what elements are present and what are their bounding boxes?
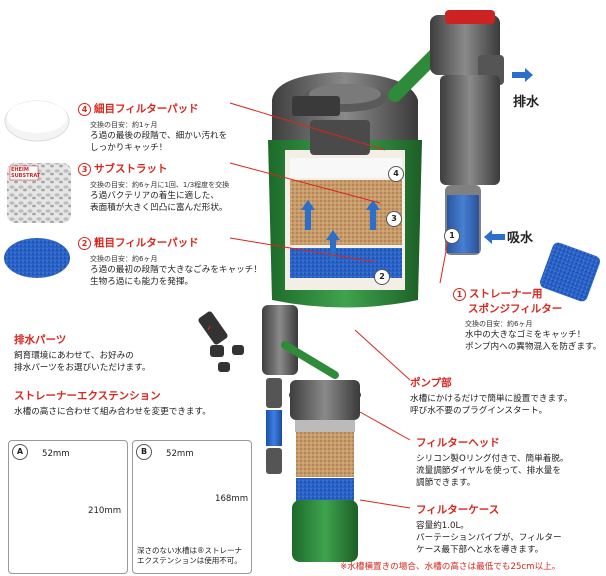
sponge-interval: 交換の目安：約6ヶ月: [465, 320, 533, 328]
substrat-interval: 交換の目安：約6ヶ月に1回、1/3程度を交換: [90, 181, 230, 189]
size-box-b: [132, 440, 252, 574]
leader-lines: [207, 102, 451, 509]
pump-block: ポンプ部 水槽にかけるだけで簡単に設置できます。 呼び水不要のプラグインスタート…: [410, 375, 572, 417]
filter-case-desc-2: パーテーションパイプが、フィルター: [416, 533, 562, 543]
fine-pad-interval: 交換の目安：約1ヶ月: [90, 121, 158, 129]
coarse-pad-title: 粗目フィルターパッド: [94, 237, 199, 249]
size-box-a-label: A: [12, 444, 28, 460]
filter-head-desc-3: 調節できます。: [416, 478, 476, 488]
pump-desc-2: 呼び水不要のプラグインスタート。: [410, 406, 548, 416]
exploded-assembly: [198, 305, 361, 562]
coarse-pad-interval: 交換の目安：約6ヶ月: [90, 255, 158, 263]
substrat-title: サブストラット: [94, 163, 168, 175]
inside-number-3: 3: [386, 211, 402, 227]
size-b-note: 深さのない水槽は®ストレーナ エクステンションは使用不可。: [137, 546, 242, 566]
filter-cutaway: [268, 72, 422, 308]
fine-pad-desc-1: ろ過の最後の段階で、細かい汚れを: [90, 131, 228, 141]
item-number-4: 4: [78, 103, 91, 116]
filter-case-desc-3: ケース最下部へと水を導きます。: [416, 545, 544, 555]
substrat-desc-2: 表面積が大きく凹凸に富んだ形状。: [90, 203, 228, 213]
size-b-note-1: 深さのない水槽は®ストレーナ: [137, 546, 242, 555]
coarse-pad-desc-2: 生物ろ過にも能力を発揮。: [90, 277, 194, 287]
inflow-label: 吸水: [507, 231, 534, 246]
filter-case-desc-1: 容量約1.0L。: [416, 521, 469, 531]
inside-number-1: 1: [444, 228, 460, 244]
sponge-title-2: スポンジフィルター: [468, 303, 563, 315]
coarse-pad-desc-1: ろ過の最初の段階で大きなごみをキャッチ！: [90, 265, 262, 275]
strainer-ext-block: ストレーナーエクステンション 水槽の高さに合わせて組み合わせを変更できます。: [14, 388, 211, 418]
item-number-2: 2: [78, 237, 91, 250]
substrat-logo: EHEIM SUBSTRAT: [11, 167, 41, 179]
fine-pad-desc-2: しっかりキャッチ！: [90, 143, 168, 153]
strainer-ext-title: ストレーナーエクステンション: [14, 390, 161, 402]
footnote: ※水槽横置きの場合、水槽の高さは最低でも25cm以上。: [340, 562, 561, 572]
size-b-width: 52mm: [166, 449, 194, 459]
item-number-3: 3: [78, 163, 91, 176]
outflow-label: 排水: [513, 95, 540, 110]
drain-parts-block: 排水パーツ 飼育環境にあわせて、お好みの 排水パーツをお選びいただけます。: [14, 332, 150, 374]
item-number-1: 1: [453, 288, 466, 301]
filter-head-title: フィルターヘッド: [416, 437, 500, 449]
size-b-height: 168mm: [215, 494, 249, 504]
strainer-sponge-image: [539, 242, 601, 302]
fine-pad-title: 細目フィルターパッド: [94, 103, 199, 115]
pump-title: ポンプ部: [410, 377, 452, 389]
size-a-height: 210mm: [88, 506, 122, 516]
coarse-pad-image: [4, 238, 70, 278]
drain-parts-desc-2: 排水パーツをお選びいただけます。: [14, 363, 151, 373]
filter-case-title: フィルターケース: [416, 504, 500, 516]
substrat-desc-1: ろ過バクテリアの着生に適した、: [90, 191, 219, 201]
pump-desc-1: 水槽にかけるだけで簡単に設置できます。: [410, 394, 573, 404]
drain-parts-desc-1: 飼育環境にあわせて、お好みの: [14, 351, 134, 361]
filter-head-block: フィルターヘッド シリコン製Oリング付きで、簡単着脱。 流量調節ダイヤルを使って…: [416, 435, 569, 489]
sponge-desc-1: 水中の大きなゴミをキャッチ！: [465, 330, 586, 340]
flow-arrows: [301, 68, 533, 260]
strainer-ext-desc-1: 水槽の高さに合わせて組み合わせを変更できます。: [14, 407, 211, 417]
inside-number-2: 2: [374, 269, 390, 285]
size-box-a: [8, 440, 128, 574]
inside-number-4: 4: [388, 166, 404, 182]
filter-head-desc-2: 流量調節ダイヤルを使って、排水量を: [416, 466, 561, 476]
pump-unit: [430, 10, 504, 255]
size-box-b-label: B: [136, 444, 152, 460]
drain-parts-title: 排水パーツ: [14, 334, 67, 346]
sponge-desc-2: ポンプ内への異物混入を防ぎます。: [465, 342, 602, 352]
filter-case-block: フィルターケース 容量約1.0L。 パーテーションパイプが、フィルター ケース最…: [416, 502, 562, 556]
sponge-title: ストレーナー用: [469, 288, 543, 300]
size-a-width: 52mm: [42, 449, 70, 459]
filter-head-desc-1: シリコン製Oリング付きで、簡単着脱。: [416, 454, 569, 464]
size-b-note-2: エクステンションは使用不可。: [137, 556, 242, 565]
